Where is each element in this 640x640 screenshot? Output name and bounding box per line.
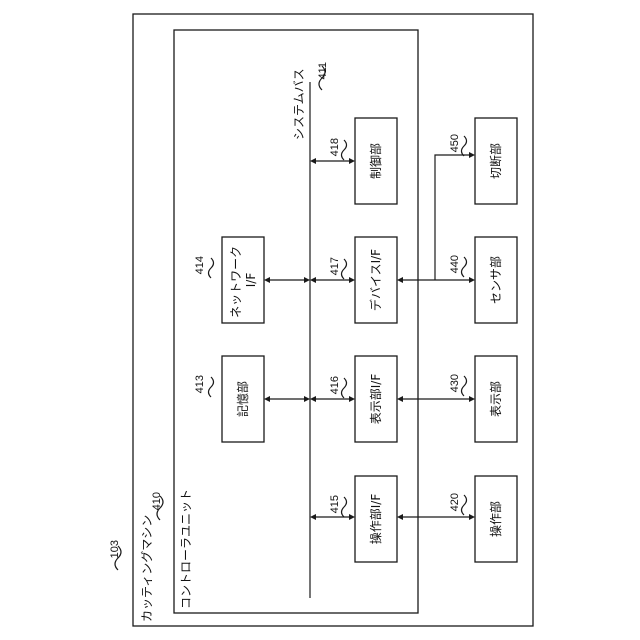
- ref-450: 450: [449, 134, 461, 152]
- ref-411: 411: [317, 62, 329, 80]
- device-if-label: デバイスI/F: [368, 249, 383, 311]
- display-label: 表示部: [488, 381, 503, 417]
- operation-if-label: 操作部I/F: [368, 494, 383, 545]
- control-label: 制御部: [368, 143, 383, 179]
- cutter-label: 切断部: [488, 143, 503, 179]
- ref-414: 414: [194, 256, 206, 274]
- ref-415: 415: [329, 495, 341, 513]
- ref-103: 103: [109, 540, 121, 558]
- ref-420: 420: [449, 493, 461, 511]
- sensor-label: センサ部: [488, 256, 503, 304]
- display-if-label: 表示部I/F: [368, 374, 383, 425]
- ref-418: 418: [329, 138, 341, 156]
- ref-440: 440: [449, 255, 461, 273]
- ref-417: 417: [329, 257, 341, 275]
- controller-label: コントローラユニット: [179, 489, 193, 609]
- ref-410: 410: [151, 492, 163, 510]
- network-if-label-line1: ネットワーク: [229, 246, 243, 318]
- ref-416: 416: [329, 376, 341, 394]
- storage-label: 記憶部: [235, 381, 250, 417]
- machine-label: カッティングマシン: [140, 515, 154, 622]
- network-if-label-line2: I/F: [244, 273, 258, 288]
- system-bus-label: システムバス: [292, 68, 306, 140]
- ref-430: 430: [449, 374, 461, 392]
- operation-label: 操作部: [488, 501, 503, 537]
- ref-413: 413: [194, 375, 206, 393]
